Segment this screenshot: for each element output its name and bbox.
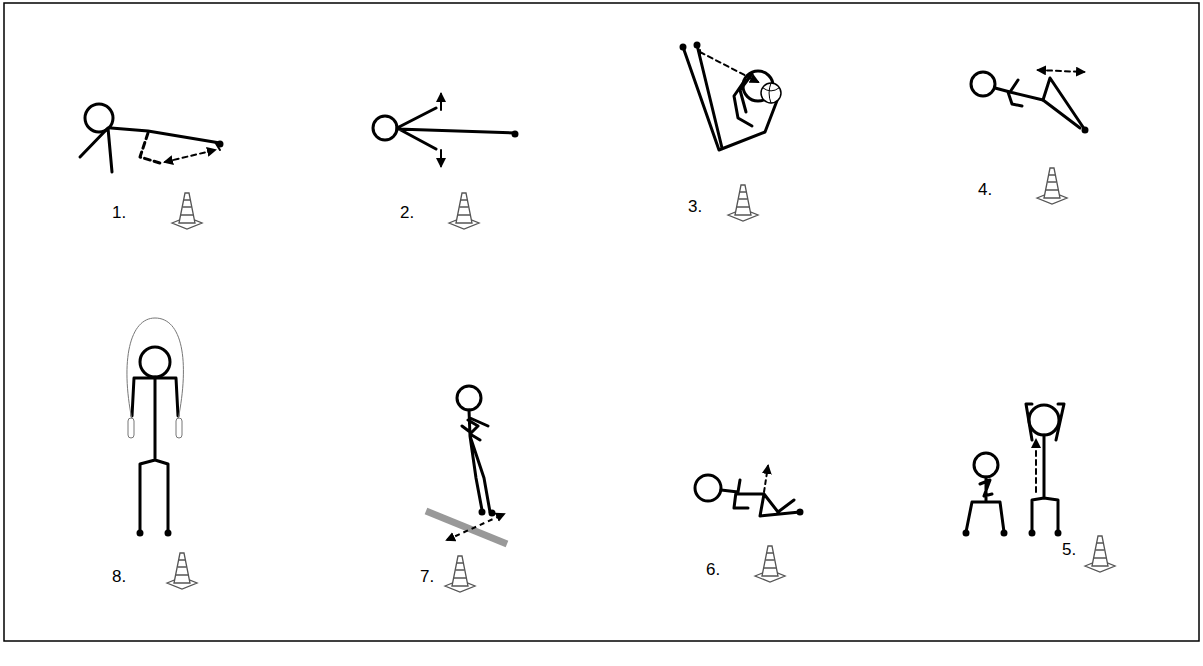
- callout-number: 6.: [706, 560, 720, 580]
- cone: [167, 553, 197, 589]
- callout-number: 4.: [978, 180, 992, 200]
- callout-number: 1.: [112, 203, 126, 223]
- cone: [728, 185, 758, 221]
- cone: [755, 546, 785, 582]
- callout-number: 3.: [688, 197, 702, 217]
- cone: [445, 556, 475, 592]
- callout-number: 5.: [1062, 540, 1076, 560]
- jump-rope: [127, 318, 183, 420]
- cone: [172, 193, 202, 229]
- frame: [4, 3, 1199, 641]
- cone: [1085, 536, 1115, 572]
- callout-number: 8.: [112, 567, 126, 587]
- cone: [1037, 168, 1067, 204]
- callout-number: 2.: [400, 203, 414, 223]
- callout-number: 7.: [420, 567, 434, 587]
- cone: [449, 193, 479, 229]
- balance-board: [426, 511, 507, 544]
